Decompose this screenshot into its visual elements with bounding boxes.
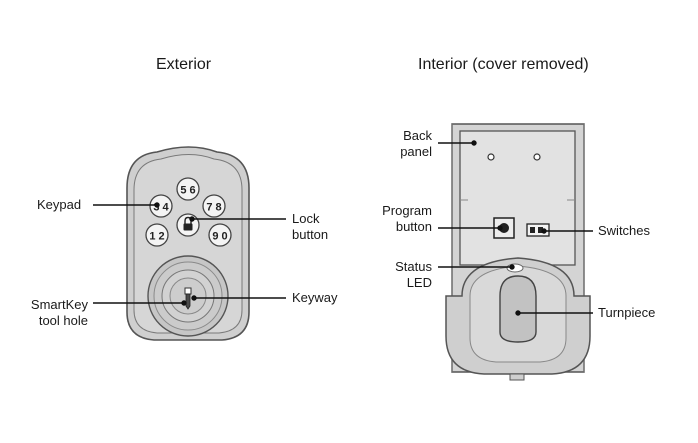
smartkey-label: SmartKey tool hole xyxy=(20,297,88,329)
lock-button-label-line2: button xyxy=(292,227,329,242)
back-panel xyxy=(459,130,576,266)
lock-button-label-line1: Lock xyxy=(292,211,320,226)
interior-title: Interior (cover removed) xyxy=(418,56,589,73)
turnpiece-label: Turnpiece xyxy=(598,305,656,320)
key-button-12[interactable]: 1 2 xyxy=(145,223,169,247)
key-label-90: 9 0 xyxy=(212,231,227,243)
status-led-label-line2: LED xyxy=(406,275,432,290)
key-button-90[interactable]: 9 0 xyxy=(208,223,232,247)
lock-button-label: Lock button xyxy=(292,211,328,243)
status-led xyxy=(506,263,524,273)
back-panel-label-line1: Back xyxy=(403,128,432,143)
switches-label: Switches xyxy=(598,223,651,238)
screw-hole-right xyxy=(533,153,541,161)
keyway-slot[interactable] xyxy=(185,293,191,310)
key-label-12: 1 2 xyxy=(149,231,164,243)
exterior-title: Exterior xyxy=(156,56,212,73)
keyway-label: Keyway xyxy=(292,290,338,305)
keypad-label: Keypad xyxy=(37,197,82,212)
status-led-label-line1: Status xyxy=(395,259,432,274)
smartkey-label-line2: tool hole xyxy=(38,313,88,328)
exterior-lock: 5 6 3 4 7 8 xyxy=(126,146,250,341)
smartkey-tool-hole[interactable] xyxy=(184,287,192,295)
key-label-78: 7 8 xyxy=(206,202,221,214)
key-button-34[interactable]: 3 4 xyxy=(149,194,173,218)
program-button-label-line1: Program xyxy=(382,203,432,218)
key-button-56[interactable]: 5 6 xyxy=(176,177,200,201)
screw-hole-left xyxy=(487,153,495,161)
smartkey-label-line1: SmartKey xyxy=(30,297,88,312)
key-label-56: 5 6 xyxy=(180,185,195,197)
cylinder xyxy=(147,255,229,337)
back-panel-label: Back panel xyxy=(380,128,432,160)
lock-button[interactable] xyxy=(176,213,200,237)
latch-tab xyxy=(509,373,525,381)
keypad: 5 6 3 4 7 8 xyxy=(145,177,232,247)
interior-lock xyxy=(445,123,591,381)
status-led-label: Status LED xyxy=(372,259,432,291)
key-button-78[interactable]: 7 8 xyxy=(202,194,226,218)
program-button[interactable] xyxy=(493,217,515,239)
back-panel-label-line2: panel xyxy=(400,144,432,159)
interior-leaders xyxy=(438,140,593,316)
program-button-label: Program button xyxy=(362,203,432,235)
exterior-leaders xyxy=(93,202,286,306)
program-button-label-line2: button xyxy=(395,219,432,234)
turnpiece[interactable] xyxy=(499,275,537,343)
